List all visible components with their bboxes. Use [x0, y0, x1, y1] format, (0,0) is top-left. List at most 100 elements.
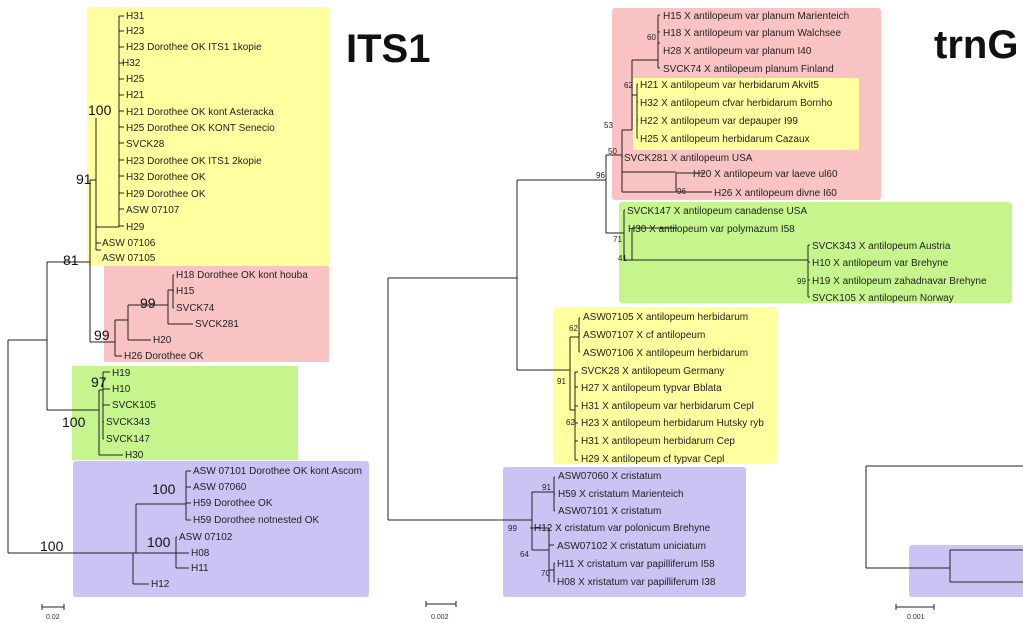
trng-support-value: 50	[608, 147, 617, 156]
trng-leaf: SVCK105 X antilopeum Norway	[812, 293, 954, 304]
trng-support-value: 91	[542, 483, 551, 492]
trng-leaf: H20 X antilopeum var laeve ul60	[693, 169, 838, 180]
its1-leaf: ASW 07106	[102, 238, 156, 249]
its1-leaf: H25 Dorothee OK KONT Senecio	[126, 123, 275, 134]
its1-leaf: ASW 07060	[193, 482, 247, 493]
its1-leaf: H21	[126, 90, 145, 101]
trng-title: trnG	[934, 23, 1018, 67]
its1-leaf: H11	[191, 563, 209, 574]
its1-support-value: 99	[140, 295, 156, 311]
trng-clade-box-purple	[503, 467, 746, 597]
its1-support-value: 81	[63, 252, 79, 268]
trng-clade-box-green	[619, 202, 1012, 303]
third-scale-bar: 0.001	[895, 604, 935, 621]
its1-scale-label: 0.02	[46, 614, 60, 621]
its1-leaf: H23	[126, 26, 145, 37]
trng-leaf: H31 X antilopeum var herbidarum Cepl	[581, 401, 754, 412]
trng-support-value: 91	[557, 377, 566, 386]
trng-support-value: 53	[604, 121, 613, 130]
trng-leaf: SVCK74 X antilopeum planum Finland	[663, 64, 834, 75]
its1-support-values: 100 91 81 99 99 97 100 100 100 100	[40, 102, 176, 554]
trng-scale-label: 0.002	[431, 614, 449, 621]
trng-leaf: H22 X antilopeum var depauper I99	[640, 116, 798, 127]
trng-tree: H15 X antilopeum var planum Marienteich …	[387, 8, 1018, 621]
its1-title: ITS1	[346, 27, 430, 71]
trng-leaf: H10 X antilopeum var Brehyne	[812, 258, 949, 269]
its1-leaf: H08	[191, 548, 210, 559]
its1-support-value: 100	[152, 481, 176, 497]
trng-leaf-labels: H15 X antilopeum var planum Marienteich …	[534, 11, 987, 588]
trng-leaf: H29 X antilopeum cf typvar Cepl	[581, 454, 724, 465]
trng-leaf: H25 X antilopeum herbidarum Cazaux	[640, 134, 810, 145]
its1-clade-box-green	[72, 366, 298, 460]
trng-leaf: ASW07107 X cf antilopeum	[583, 330, 705, 341]
its1-leaf: H29 Dorothee OK	[126, 189, 206, 200]
its1-support-value: 91	[76, 171, 92, 187]
trng-support-value: 64	[520, 550, 529, 559]
trng-clade-box-yellow	[553, 307, 777, 464]
trng-leaf: ASW07105 X antilopeum herbidarum	[583, 312, 748, 323]
its1-leaf: ASW 07101 Dorothee OK kont Ascom	[193, 466, 362, 477]
its1-leaf: H30	[125, 450, 144, 461]
its1-leaf: ASW 07107	[126, 205, 180, 216]
its1-leaf: SVCK147	[106, 434, 150, 445]
trng-leaf: H08 X xristatum var papilliferum I38	[557, 577, 716, 588]
trng-clade-box-yellow-inner	[633, 78, 859, 150]
trng-leaf: H30 X antilopeum var polymazum I58	[628, 224, 795, 235]
its1-branches	[7, 15, 193, 585]
trng-leaf: H18 X antilopeum var planum Walchsee	[663, 28, 841, 39]
trng-support-value: 96	[596, 171, 605, 180]
its1-support-value: 99	[94, 327, 110, 343]
trng-leaf: H28 X antilopeum var planum I40	[663, 46, 812, 57]
its1-leaf: H31	[126, 11, 145, 22]
its1-clade-box-red	[104, 266, 329, 362]
trng-leaf: ASW07060 X cristatum	[558, 471, 661, 482]
its1-leaf: H21 Dorothee OK kont Asteracka	[126, 107, 274, 118]
trng-leaf: H27 X antilopeum typvar Bblata	[581, 383, 722, 394]
its1-leaf: H18 Dorothee OK kont houba	[176, 270, 308, 281]
trng-support-values: 60 62 53 50 96 96 71 41 99 62 91 62 91 9…	[508, 33, 806, 578]
trng-leaf: SVCK281 X antilopeum USA	[624, 153, 753, 164]
its1-leaf: SVCK28	[126, 139, 165, 150]
its1-leaf: H59 Dorothee notnested OK	[193, 515, 320, 526]
trng-support-value: 62	[624, 81, 633, 90]
trng-leaf: ASW07101 X cristatum	[558, 506, 661, 517]
its1-support-value: 100	[88, 102, 112, 118]
trng-leaf: H12 X cristatum var polonicum Brehyne	[534, 523, 711, 534]
trng-leaf: ASW07102 X cristatum uniciatum	[557, 541, 706, 552]
trng-leaf: H31 X antilopeum herbidarum Cep	[581, 436, 735, 447]
third-clade-box-purple	[909, 545, 1023, 597]
its1-leaf: H29	[126, 222, 145, 233]
trng-leaf: SVCK147 X antilopeum canadense USA	[627, 206, 807, 217]
its1-leaf: H23 Dorothee OK ITS1 2kopie	[126, 156, 262, 167]
its1-leaf: H23 Dorothee OK ITS1 1kopie	[126, 42, 262, 53]
its1-leaf: SVCK105	[112, 400, 156, 411]
trng-branches	[387, 14, 810, 583]
trng-scale-bar: 0.002	[425, 601, 457, 621]
trng-support-value: 71	[613, 235, 622, 244]
its1-tree: H31 H23 H23 Dorothee OK ITS1 1kopie H32 …	[7, 7, 430, 621]
trng-leaf: H59 X cristatum Marienteich	[558, 489, 684, 500]
third-scale-label: 0.001	[907, 614, 925, 621]
trng-leaf: SVCK28 X antilopeum Germany	[581, 366, 724, 377]
trng-leaf: H15 X antilopeum var planum Marienteich	[663, 11, 849, 22]
its1-leaf: ASW 07102	[179, 532, 233, 543]
its1-support-value: 100	[147, 534, 171, 550]
trng-leaf: H32 X antilopeum cfvar herbidarum Bornho	[640, 98, 833, 109]
its1-leaf: H10	[112, 384, 131, 395]
its1-leaf-labels: H31 H23 H23 Dorothee OK ITS1 1kopie H32 …	[102, 11, 362, 590]
its1-leaf: SVCK281	[195, 319, 239, 330]
trng-support-value: 99	[797, 277, 806, 286]
trng-support-value: 60	[647, 33, 656, 42]
its1-leaf: H15	[176, 286, 195, 297]
its1-support-value: 100	[62, 414, 86, 430]
trng-support-value: 99	[508, 524, 517, 533]
trng-support-value: 41	[618, 254, 627, 263]
its1-scale-bar: 0.02	[41, 604, 65, 621]
its1-support-value: 97	[91, 374, 107, 390]
its1-leaf: H26 Dorothee OK	[124, 351, 204, 362]
its1-leaf: H25	[126, 74, 145, 85]
its1-leaf: H12	[151, 579, 170, 590]
its1-leaf: H32	[122, 58, 141, 69]
